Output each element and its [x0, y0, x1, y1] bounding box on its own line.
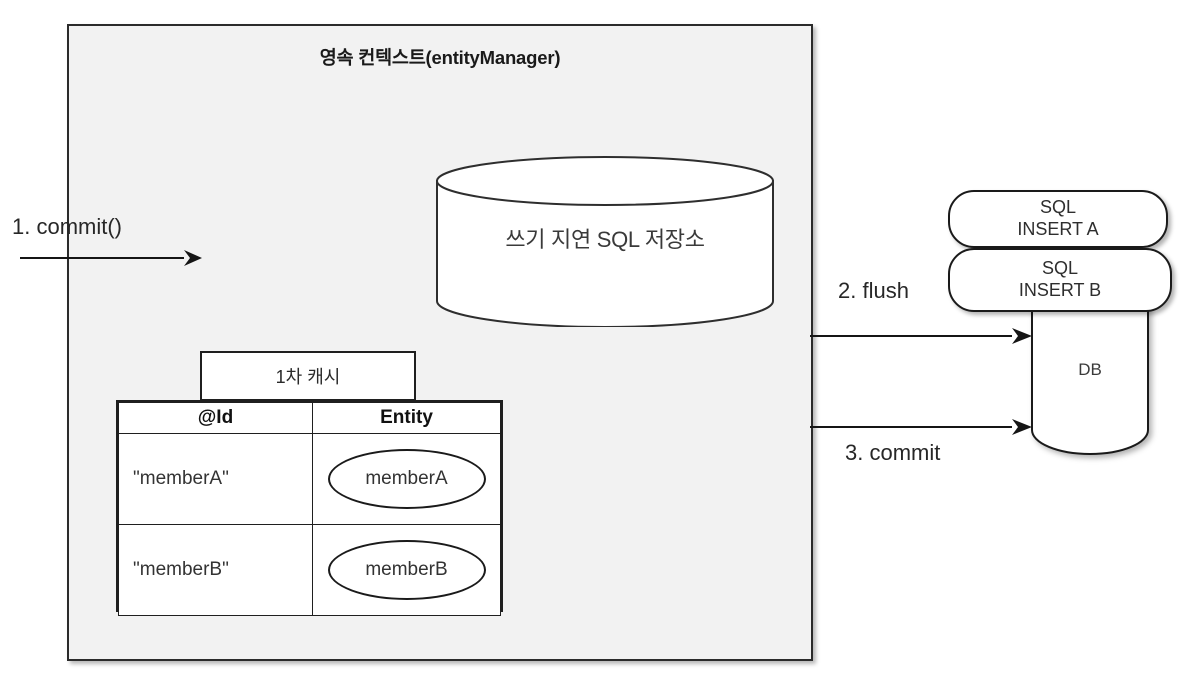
cell-id-member-b: "memberB"	[118, 524, 313, 616]
entity-ellipse-member-b: memberB	[327, 540, 486, 600]
cell-id-member-a: "memberA"	[118, 433, 313, 525]
persistence-context-title: 영속 컨텍스트(entityManager)	[319, 47, 561, 68]
arrow-flush-to-db	[810, 328, 1032, 344]
sql-insert-b-line2: INSERT B	[1018, 280, 1102, 300]
sql-insert-a-line1: SQL	[1039, 197, 1077, 218]
cell-entity-member-b: memberB	[312, 524, 501, 616]
first-level-cache-table: @Id Entity "memberA" memberA "memberB" m…	[116, 400, 503, 616]
first-level-cache-label: 1차 캐시	[275, 367, 341, 387]
arrow-label-commit-db: 3. commit	[845, 440, 941, 465]
table-row: "memberB" memberB	[118, 524, 501, 616]
entity-ellipse-member-a: memberA	[327, 449, 486, 509]
write-behind-sql-store-cylinder	[435, 155, 775, 327]
sql-insert-a-node: SQL INSERT A	[948, 190, 1168, 248]
database-label: DB	[1078, 360, 1102, 379]
sql-insert-b-line1: SQL	[1041, 258, 1079, 279]
column-header-id: @Id	[118, 402, 313, 434]
cell-entity-member-a: memberA	[312, 433, 501, 525]
first-level-cache-label-box: 1차 캐시	[200, 351, 416, 401]
arrow-label-commit: 1. commit()	[12, 214, 122, 239]
table-row: "memberA" memberA	[118, 433, 501, 525]
sql-insert-a-line2: INSERT A	[1017, 219, 1099, 239]
write-behind-sql-store-label: 쓰기 지연 SQL 저장소	[505, 227, 705, 252]
arrow-commit-into-context	[20, 250, 202, 266]
sql-insert-b-node: SQL INSERT B	[948, 248, 1172, 312]
table-header-row: @Id Entity	[118, 402, 501, 434]
arrow-label-flush: 2. flush	[838, 278, 909, 303]
arrow-commit-to-db	[810, 419, 1032, 435]
column-header-entity: Entity	[312, 402, 501, 434]
